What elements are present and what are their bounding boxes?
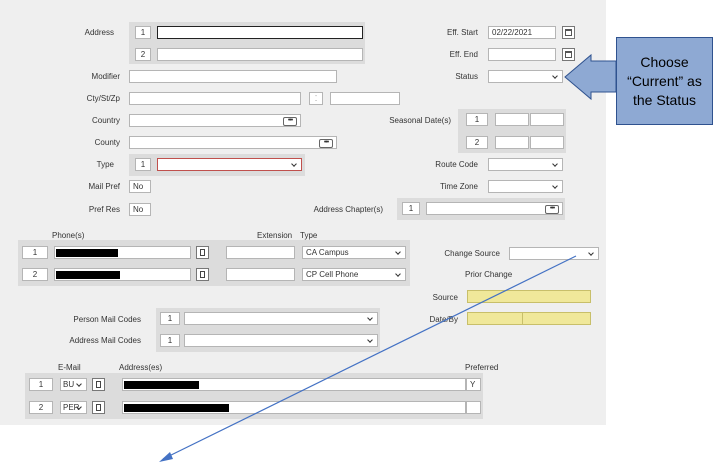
person-mail-codes-label: Person Mail Codes: [73, 315, 141, 324]
city-state-zip-label: Cty/St/Zp: [86, 94, 120, 103]
seasonal-1-start-input[interactable]: [495, 113, 529, 126]
eff-end-label: Eff. End: [449, 50, 478, 59]
phone-1-number: 1: [22, 246, 48, 259]
email-1-number: 1: [29, 378, 53, 391]
status-select[interactable]: [488, 70, 563, 83]
prior-change-label: Prior Change: [465, 270, 513, 279]
eff-start-input[interactable]: 02/22/2021: [488, 26, 556, 39]
county-lookup-icon[interactable]: •••: [319, 139, 333, 148]
chapter-number: 1: [402, 202, 420, 215]
time-zone-select[interactable]: [488, 180, 563, 193]
person-mail-code-select[interactable]: [184, 312, 378, 325]
email-1-preferred-input[interactable]: Y: [466, 378, 481, 391]
address-line-1-number: 1: [135, 26, 151, 39]
email-2-number: 2: [29, 401, 53, 414]
change-source-label: Change Source: [444, 249, 500, 258]
eff-end-calendar-icon[interactable]: [562, 48, 575, 61]
email-1-type-select[interactable]: BU: [60, 378, 87, 391]
pref-res-input[interactable]: No: [129, 203, 151, 216]
type-select[interactable]: [157, 158, 302, 171]
address-chapters-label: Address Chapter(s): [313, 205, 383, 214]
phone-2-type-select[interactable]: CP Cell Phone: [302, 268, 406, 281]
country-input[interactable]: •••: [129, 114, 301, 127]
email-label: E-Mail: [58, 363, 81, 372]
phone-1-extension-input[interactable]: [226, 246, 295, 259]
eff-start-calendar-icon[interactable]: [562, 26, 575, 39]
time-zone-label: Time Zone: [440, 182, 478, 191]
state-input[interactable]: ⁚: [309, 92, 323, 105]
country-label: Country: [91, 116, 120, 125]
person-mail-code-number: 1: [160, 312, 180, 325]
phone-2-document-icon[interactable]: [196, 268, 209, 281]
address-line-1-input[interactable]: [157, 26, 363, 39]
seasonal-2-end-input[interactable]: [530, 136, 564, 149]
email-addresses-label: Address(es): [119, 363, 163, 372]
route-code-select[interactable]: [488, 158, 563, 171]
status-label: Status: [455, 72, 478, 81]
phone-type-label: Type: [300, 231, 318, 240]
county-label: County: [94, 138, 120, 147]
source-field: [467, 290, 591, 303]
callout-note: Choose “Current” as the Status: [616, 37, 713, 125]
eff-start-label: Eff. Start: [447, 28, 478, 37]
date-by-label: Date/By: [429, 315, 458, 324]
address-line-2-input[interactable]: [157, 48, 363, 61]
phones-label: Phone(s): [52, 231, 85, 240]
seasonal-2-start-input[interactable]: [495, 136, 529, 149]
extension-label: Extension: [257, 231, 293, 240]
mail-pref-input[interactable]: No: [129, 180, 151, 193]
county-input[interactable]: •••: [129, 136, 337, 149]
chapter-input[interactable]: •••: [426, 202, 563, 215]
seasonal-2-number: 2: [466, 136, 488, 149]
chapter-lookup-icon[interactable]: •••: [545, 205, 559, 214]
phone-1-type-select[interactable]: CA Campus: [302, 246, 406, 259]
email-2-document-icon[interactable]: [92, 401, 105, 414]
callout-text: Choose “Current” as the Status: [627, 53, 702, 108]
email-1-document-icon[interactable]: [92, 378, 105, 391]
modifier-label: Modifier: [91, 72, 120, 81]
email-2-redaction: [124, 404, 229, 412]
callout-arrow: [564, 53, 617, 101]
address-mail-code-select[interactable]: [184, 334, 378, 347]
phone-2-extension-input[interactable]: [226, 268, 295, 281]
phone-2-number: 2: [22, 268, 48, 281]
pointer-arrowhead: [159, 452, 173, 462]
type-number: 1: [135, 158, 151, 171]
change-source-select[interactable]: [509, 247, 599, 260]
route-code-label: Route Code: [435, 160, 478, 169]
type-label: Type: [96, 160, 114, 169]
city-input[interactable]: [129, 92, 301, 105]
pointer-line: [162, 255, 577, 460]
email-2-preferred-input[interactable]: [466, 401, 481, 414]
seasonal-1-number: 1: [466, 113, 488, 126]
preferred-label: Preferred: [465, 363, 499, 372]
address-label: Address: [84, 28, 114, 37]
pref-res-label: Pref Res: [88, 205, 120, 214]
address-mail-codes-label: Address Mail Codes: [69, 336, 141, 345]
seasonal-1-end-input[interactable]: [530, 113, 564, 126]
modifier-input[interactable]: [129, 70, 337, 83]
address-mail-code-number: 1: [160, 334, 180, 347]
zip-input[interactable]: [330, 92, 400, 105]
phone-1-document-icon[interactable]: [196, 246, 209, 259]
email-1-redaction: [124, 381, 199, 389]
email-1-address-input[interactable]: [122, 378, 466, 391]
country-lookup-icon[interactable]: •••: [283, 117, 297, 126]
by-field: [522, 312, 591, 325]
phone-2-redaction: [56, 271, 120, 279]
source-label: Source: [432, 293, 458, 302]
eff-end-input[interactable]: [488, 48, 556, 61]
phone-1-redaction: [56, 249, 118, 257]
seasonal-dates-label: Seasonal Date(s): [389, 116, 451, 125]
email-2-type-select[interactable]: PER: [60, 401, 87, 414]
address-line-2-number: 2: [135, 48, 151, 61]
mail-pref-label: Mail Pref: [88, 182, 120, 191]
